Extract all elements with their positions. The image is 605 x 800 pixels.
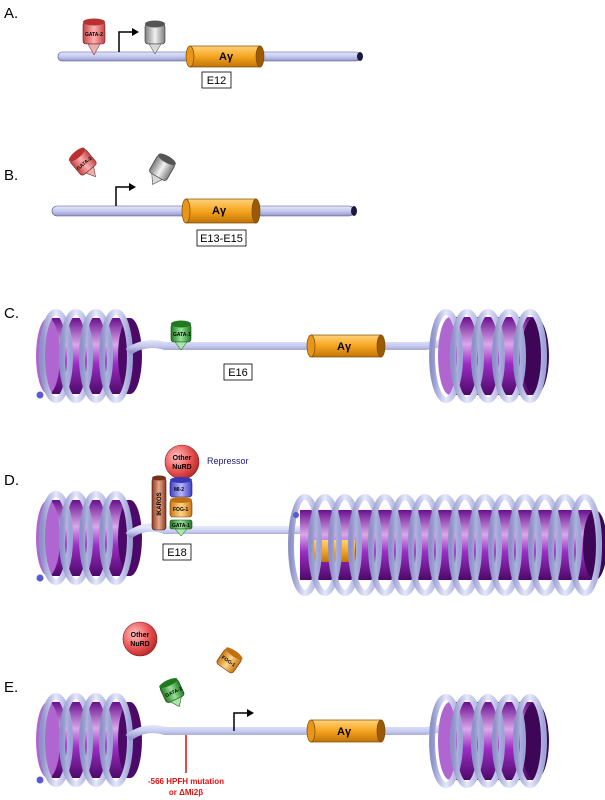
stage-box: E16 xyxy=(223,363,253,381)
gene-label: Aγ xyxy=(337,341,352,353)
gene-cylinder: Aγ xyxy=(185,45,265,68)
nurd-line1: Other xyxy=(131,632,150,639)
stage-label: E16 xyxy=(228,367,248,379)
gata1-label: GATA-1 xyxy=(173,332,191,338)
ikaros-factor: IKAROS xyxy=(151,475,167,531)
gene-cylinder: Aγ xyxy=(306,719,386,743)
transcription-arrow xyxy=(233,709,254,731)
chromatin-right-long xyxy=(288,494,605,596)
dna-strand xyxy=(125,721,452,742)
mutation-line1: -566 HPFH mutation xyxy=(148,777,224,786)
repressor-label: Repressor xyxy=(207,456,249,466)
stage-label: E12 xyxy=(207,75,227,87)
chromatin-left xyxy=(36,693,142,787)
gene-label: Aγ xyxy=(337,726,352,738)
panel-d-label: D. xyxy=(4,472,19,489)
mi2-label: MI-2 xyxy=(174,487,184,493)
mutation-marker: -566 HPFH mutation or ΔMi2β xyxy=(148,735,224,797)
chromatin-right xyxy=(429,694,549,788)
mi2-factor: MI-2 xyxy=(169,477,193,498)
transcription-arrow xyxy=(115,183,136,206)
stage-box: E18 xyxy=(162,543,192,561)
fog1-label: FOG-1 xyxy=(173,507,188,513)
nurd-ball: Other NuRD xyxy=(164,444,200,480)
ikaros-label: IKAROS xyxy=(157,492,163,515)
stage-label: E18 xyxy=(167,547,187,559)
gene-cylinder: Aγ xyxy=(306,334,386,358)
stage-box: E12 xyxy=(201,71,232,89)
fog1-factor: FOG-1 xyxy=(216,647,243,674)
gata1-factor: GATA-1 xyxy=(159,678,185,707)
grey-factor xyxy=(149,153,176,185)
chromatin-right xyxy=(429,309,549,403)
panel-b: B. Aγ GATA-2 E13-E15 xyxy=(4,147,357,247)
transcription-arrow xyxy=(118,28,139,52)
gene-label: Aγ xyxy=(212,205,227,217)
panel-d: D. xyxy=(4,444,605,596)
nurd-line2: NuRD xyxy=(130,641,149,648)
gata2-factor: GATA-2 xyxy=(68,147,97,178)
panel-c: C. Aγ GATA-1 xyxy=(4,305,549,403)
gata1-factor: GATA-1 xyxy=(170,320,192,351)
gata1-factor: GATA-1 xyxy=(169,519,193,537)
fog1-factor: FOG-1 xyxy=(169,497,193,518)
panel-a: A. Aγ GATA-2 E12 xyxy=(4,5,363,89)
panel-e: E. Other NuRD FOG-1 GATA-1 xyxy=(4,621,549,797)
panel-c-label: C. xyxy=(4,305,19,322)
gata2-label: GATA-2 xyxy=(85,32,103,38)
nurd-line2: NuRD xyxy=(172,464,191,471)
grey-factor xyxy=(144,20,166,55)
chromatin-left xyxy=(36,309,142,403)
nurd-line1: Other xyxy=(173,455,192,462)
panel-e-label: E. xyxy=(4,679,18,696)
mutation-line2: or ΔMi2β xyxy=(169,788,203,797)
panel-b-label: B. xyxy=(4,167,18,184)
panel-a-label: A. xyxy=(4,5,18,22)
stage-box: E13-E15 xyxy=(196,229,247,247)
gata2-factor: GATA-2 xyxy=(82,18,106,56)
gene-cylinder: Aγ xyxy=(181,198,261,224)
nurd-ball: Other NuRD xyxy=(122,621,158,657)
stage-label: E13-E15 xyxy=(200,233,243,245)
dna-strand xyxy=(125,523,310,540)
gata1-label: GATA-1 xyxy=(172,523,190,529)
chromatin-left xyxy=(36,491,142,585)
gene-label: Aγ xyxy=(219,51,234,63)
